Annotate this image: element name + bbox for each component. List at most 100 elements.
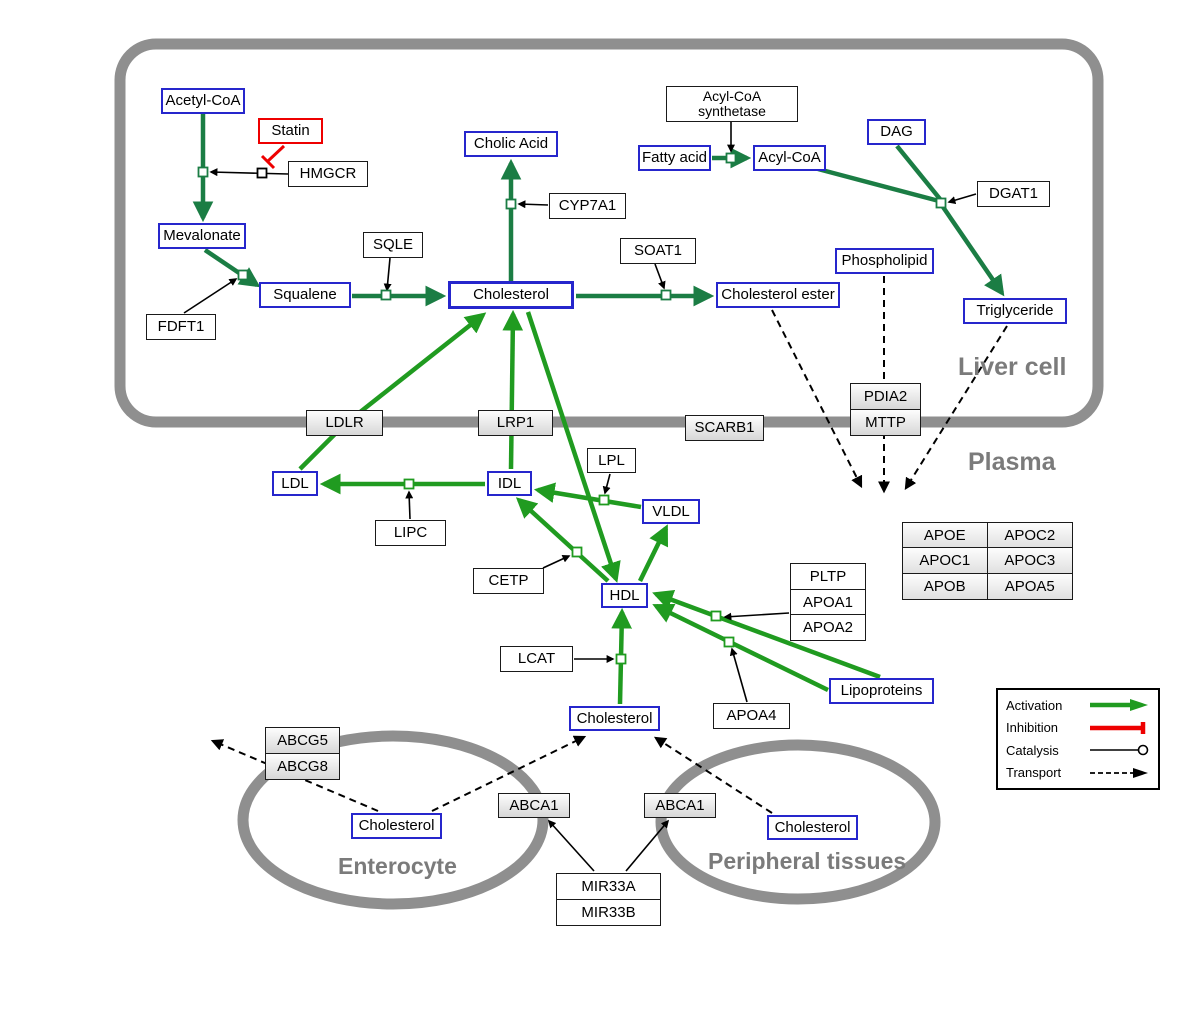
catalysis-dgat1 (947, 193, 977, 205)
catalysis-lpl (602, 473, 611, 495)
transport-dashed-arrow-icon (1090, 767, 1148, 778)
node-lipc[interactable]: LIPC (375, 520, 446, 546)
node-cholesterol-peripheral[interactable]: Cholesterol (767, 815, 858, 840)
node-abca1-enterocyte[interactable]: ABCA1 (498, 793, 570, 818)
stack-mir33a-mir33b: MIR33A MIR33B (556, 873, 661, 926)
node-vldl[interactable]: VLDL (642, 499, 700, 524)
inhibition-edge-statin (260, 144, 286, 170)
acyl-coa-synthetase-line1: Acyl-CoA (702, 88, 762, 105)
hmgcr-anchor-node (256, 167, 268, 179)
catalysis-soat1 (654, 263, 666, 290)
legend-inhibition-label: Inhibition (1006, 720, 1059, 736)
node-squalene[interactable]: Squalene (259, 282, 351, 308)
node-cholic-acid[interactable]: Cholic Acid (464, 131, 558, 157)
node-phospholipid[interactable]: Phospholipid (835, 248, 934, 274)
apolipoprotein-table: APOE APOC2 APOC1 APOC3 APOB APOA5 (901, 521, 1073, 600)
reaction-nodes (197, 152, 947, 665)
regulation-mir33-to-abca1-right (625, 819, 670, 872)
transport-enterocyte-to-plasma-cholesterol (431, 735, 587, 812)
stack-pltp-apoa1-apoa2: PLTP APOA1 APOA2 (790, 563, 866, 641)
acyl-coa-synthetase-line2: synthetase (698, 103, 766, 119)
node-mevalonate[interactable]: Mevalonate (158, 223, 246, 249)
enterocyte-label: Enterocyte (338, 853, 457, 879)
legend-row-activation: Activation (1006, 695, 1150, 715)
stack-pdia2-mttp: PDIA2 MTTP (850, 383, 921, 436)
liver-cell-label: Liver cell (958, 353, 1067, 381)
node-mttp[interactable]: MTTP (850, 408, 921, 436)
node-abcg5[interactable]: ABCG5 (265, 727, 340, 754)
edge-acylcoa-to-junction (817, 166, 940, 204)
edge-idl-via-lrp1-to-cholesterol (502, 309, 524, 470)
legend: Activation Inhibition Catalysis Transpor… (996, 688, 1160, 790)
apo-table-cell-apob[interactable]: APOB (901, 572, 988, 600)
apo-table-cell-apoa5[interactable]: APOA5 (986, 572, 1073, 600)
node-lcat[interactable]: LCAT (500, 646, 573, 672)
transport-cholesterol-ester-to-plasma (771, 309, 863, 489)
activation-edges (298, 309, 881, 705)
node-acyl-coa-synthetase[interactable]: Acyl-CoA synthetase (666, 86, 798, 122)
conversion-edges (192, 114, 1005, 307)
node-lipoproteins[interactable]: Lipoproteins (829, 678, 934, 704)
legend-row-catalysis: Catalysis (1006, 740, 1150, 760)
node-mir33a[interactable]: MIR33A (556, 873, 661, 900)
node-cetp[interactable]: CETP (473, 568, 544, 594)
node-cyp7a1[interactable]: CYP7A1 (549, 193, 626, 219)
node-cholesterol-enterocyte[interactable]: Cholesterol (351, 813, 442, 839)
node-ldl[interactable]: LDL (272, 471, 318, 496)
node-soat1[interactable]: SOAT1 (620, 238, 696, 264)
node-scarb1[interactable]: SCARB1 (685, 415, 764, 441)
node-idl[interactable]: IDL (487, 471, 532, 496)
node-mir33b[interactable]: MIR33B (556, 898, 661, 926)
node-cholesterol-liver[interactable]: Cholesterol (448, 281, 574, 309)
regulation-mir33-to-abca1-left (547, 819, 595, 872)
edge-lipoproteins-to-hdl-1 (652, 590, 881, 680)
liver-cell-membrane (114, 38, 1104, 428)
node-lpl[interactable]: LPL (587, 448, 636, 473)
node-acetyl-coa[interactable]: Acetyl-CoA (161, 88, 245, 114)
legend-transport-label: Transport (1006, 765, 1062, 781)
node-hdl[interactable]: HDL (601, 583, 648, 608)
node-pdia2[interactable]: PDIA2 (850, 383, 921, 410)
node-hmgcr[interactable]: HMGCR (288, 161, 368, 187)
edge-hdl-to-vldl (637, 524, 669, 582)
edge-mevalonate-to-squalene (203, 248, 261, 288)
catalysis-apoa4 (729, 647, 748, 703)
legend-row-transport: Transport (1006, 763, 1150, 783)
node-apoa4[interactable]: APOA4 (713, 703, 790, 729)
node-ldlr[interactable]: LDLR (306, 410, 383, 436)
catalysis-fdft1 (183, 278, 238, 314)
edge-vldl-to-idl (533, 482, 642, 510)
node-acyl-coa[interactable]: Acyl-CoA (753, 145, 826, 171)
catalysis-hmgcr (209, 168, 289, 177)
node-pltp[interactable]: PLTP (790, 563, 866, 590)
catalysis-cetp (542, 555, 571, 569)
legend-catalysis-label: Catalysis (1006, 742, 1059, 758)
node-abcg8[interactable]: ABCG8 (265, 752, 340, 780)
node-apoa1[interactable]: APOA1 (790, 588, 866, 616)
apo-table-cell-apoe[interactable]: APOE (901, 521, 988, 549)
stack-abcg5-abcg8: ABCG5 ABCG8 (265, 727, 340, 780)
node-apoa2[interactable]: APOA2 (790, 614, 866, 641)
apo-table-cell-apoc3[interactable]: APOC3 (986, 547, 1073, 574)
edge-lipoproteins-to-hdl-2 (652, 603, 829, 693)
node-lrp1[interactable]: LRP1 (478, 410, 553, 436)
inhibition-statin-line (266, 144, 286, 163)
node-abca1-peripheral[interactable]: ABCA1 (644, 793, 716, 818)
node-fdft1[interactable]: FDFT1 (146, 314, 216, 340)
region-membranes (114, 38, 1104, 910)
enterocyte-membrane (237, 730, 549, 910)
node-cholesterol-plasma[interactable]: Cholesterol (569, 706, 660, 731)
node-sqle[interactable]: SQLE (363, 232, 423, 258)
node-statin[interactable]: Statin (258, 118, 323, 144)
node-dag[interactable]: DAG (867, 119, 926, 145)
node-triglyceride[interactable]: Triglyceride (963, 298, 1067, 324)
apo-table-cell-apoc1[interactable]: APOC1 (901, 547, 988, 574)
node-fatty-acid[interactable]: Fatty acid (638, 145, 711, 171)
apo-table-cell-apoc2[interactable]: APOC2 (986, 521, 1073, 549)
edge-hdl-to-idl (515, 497, 610, 583)
node-dgat1[interactable]: DGAT1 (977, 181, 1050, 207)
peripheral-tissues-label: Peripheral tissues (708, 848, 907, 874)
node-cholesterol-ester[interactable]: Cholesterol ester (716, 282, 840, 308)
catalysis-cyp7a1 (517, 200, 549, 209)
